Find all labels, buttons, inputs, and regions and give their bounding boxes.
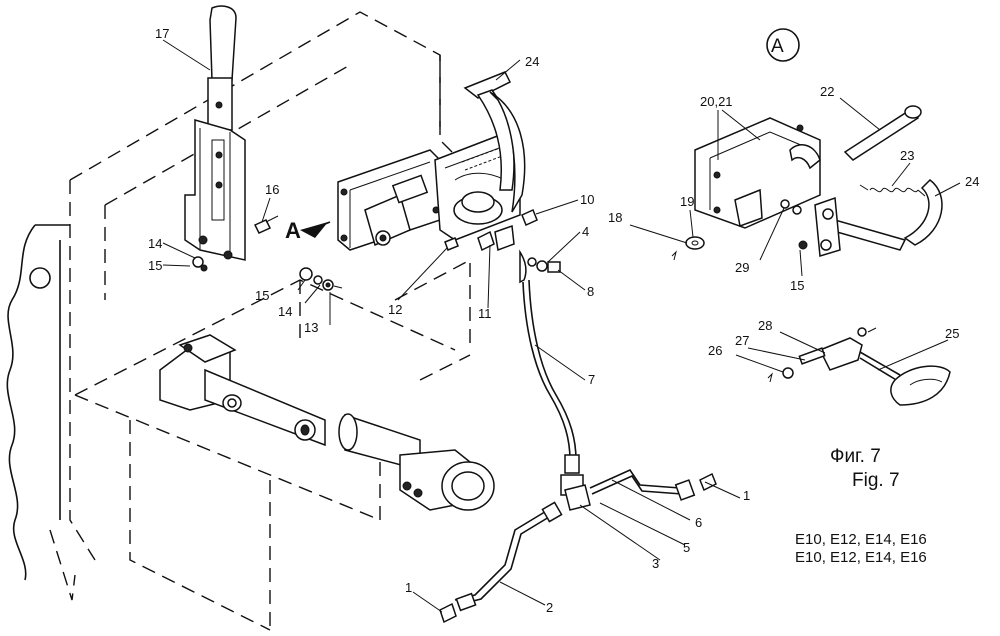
callout-5: 5 — [683, 540, 690, 555]
lever-bracket — [184, 119, 246, 261]
frame-outline — [49, 11, 471, 631]
view-arrow-a: A — [285, 218, 331, 243]
callout-15: 15 — [790, 278, 804, 293]
callout-28: 28 — [758, 318, 772, 333]
callout-14: 14 — [278, 304, 292, 319]
figure-caption: Фиг. 7 Fig. 7 E10, E12, E14, E16 E10, E1… — [795, 446, 927, 566]
callout-4: 4 — [582, 224, 589, 239]
callout-7: 7 — [588, 372, 595, 387]
linkage-detail — [767, 327, 951, 406]
callout-12: 12 — [388, 302, 402, 317]
callout-labels: 17 16 14 15 15 14 13 12 11 24 10 4 8 7 1… — [148, 26, 979, 615]
callout-1: 1 — [743, 488, 750, 503]
callout-18: 18 — [608, 210, 622, 225]
master-cylinder — [159, 334, 495, 511]
frame-hole — [29, 267, 51, 289]
callout-10: 10 — [580, 192, 594, 207]
callout-16: 16 — [265, 182, 279, 197]
callout-13: 13 — [304, 320, 318, 335]
pedal-pad — [463, 71, 512, 99]
callout-8: 8 — [587, 284, 594, 299]
callout-1: 1 — [405, 580, 412, 595]
callout-20-21: 20,21 — [700, 94, 733, 109]
pivot-rod — [843, 109, 920, 161]
callout-6: 6 — [695, 515, 702, 530]
detail-view-a — [671, 28, 943, 261]
detail-a-label: A — [771, 36, 784, 57]
callout-3: 3 — [652, 556, 659, 571]
brake-line-fittings — [519, 249, 561, 284]
frame-break-edge — [6, 224, 70, 581]
callout-22: 22 — [820, 84, 834, 99]
washer-stack — [299, 267, 343, 291]
callout-23: 23 — [900, 148, 914, 163]
callout-24: 24 — [525, 54, 539, 69]
callout-15: 15 — [148, 258, 162, 273]
callout-25: 25 — [945, 326, 959, 341]
brake-pedal-bracket — [337, 71, 538, 252]
parking-lever-assembly — [184, 5, 279, 272]
callout-26: 26 — [708, 343, 722, 358]
callout-15: 15 — [255, 288, 269, 303]
view-arrow-label: A — [285, 218, 301, 243]
leader-lines — [162, 39, 961, 613]
caption-en: Fig. 7 — [852, 470, 900, 491]
brake-lines — [439, 279, 717, 624]
callout-24: 24 — [965, 174, 979, 189]
callout-29: 29 — [735, 260, 749, 275]
callout-14: 14 — [148, 236, 162, 251]
detail-a-circle — [766, 28, 800, 62]
model-list-en: E10, E12, E14, E16 — [795, 549, 927, 566]
callout-19: 19 — [680, 194, 694, 209]
callout-11: 11 — [478, 306, 492, 321]
caption-ru: Фиг. 7 — [830, 446, 881, 467]
lever-handle — [209, 5, 237, 81]
callout-17: 17 — [155, 26, 169, 41]
callout-2: 2 — [546, 600, 553, 615]
callout-27: 27 — [735, 333, 749, 348]
model-list-ru: E10, E12, E14, E16 — [795, 531, 927, 548]
